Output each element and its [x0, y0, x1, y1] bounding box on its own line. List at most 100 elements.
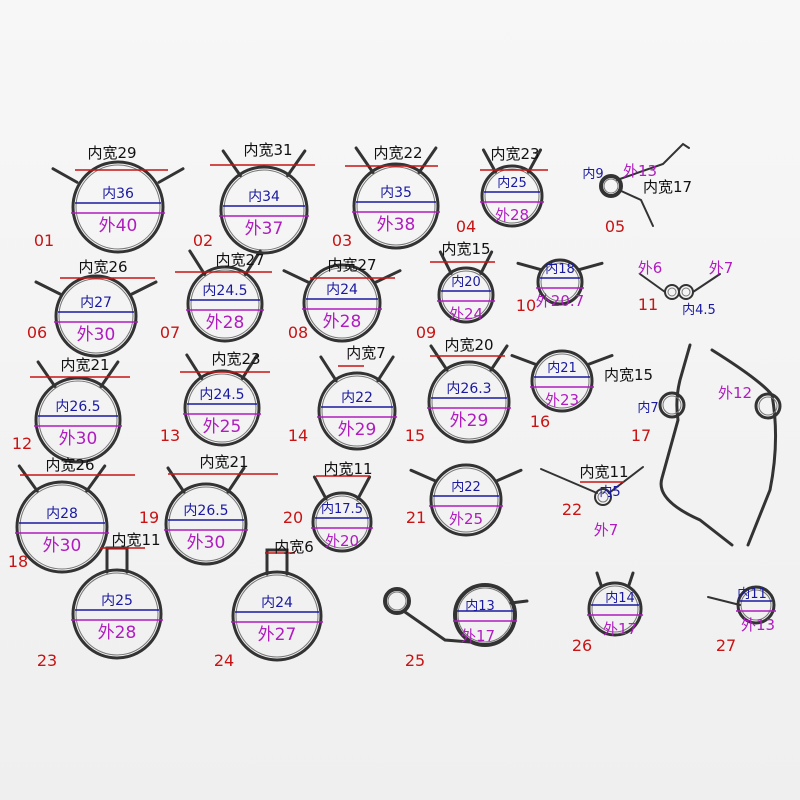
spring-coil [54, 274, 138, 358]
spring-leg [374, 269, 402, 284]
spring-coil [231, 570, 323, 662]
spring-coil [15, 480, 109, 574]
inner-width-label: 内宽27 [215, 251, 264, 269]
spring-number-label: 10 [516, 296, 536, 315]
spring-coil [536, 258, 584, 306]
inner-diameter-label: 内25 [101, 593, 133, 609]
inner-width-label: 内宽23 [211, 350, 260, 368]
outer-diameter-label: 外27 [258, 625, 297, 645]
spring-leg [99, 360, 120, 388]
spring-number-label: 27 [716, 636, 736, 655]
inner-width-label: 内宽17 [643, 178, 692, 196]
inner-width-label: 内宽15 [604, 366, 653, 384]
spring-number-label: 04 [456, 217, 476, 236]
outer-diameter-label: 外24 [449, 305, 483, 323]
outer-diameter-label: 外38 [377, 215, 416, 235]
spring-coil-inner-edge [681, 287, 691, 297]
outer-diameter-label: 外30 [59, 429, 98, 449]
spring-number-label: 09 [416, 323, 436, 342]
spring-leg [188, 249, 207, 276]
spring-leg [312, 475, 328, 501]
spring-number-label: 26 [572, 636, 592, 655]
outer-diameter-label: 外13 [741, 616, 775, 634]
spring-number-label: 16 [530, 412, 550, 431]
spring-coil [164, 482, 248, 566]
outer-diameter-label: 外28 [206, 313, 245, 333]
spring-leg [221, 149, 242, 178]
outer-diameter-label: 外28 [323, 312, 362, 332]
spring-coil-inner-edge [387, 591, 407, 611]
inner-width-label: 内宽21 [199, 453, 248, 471]
spring-coil [594, 488, 612, 506]
spring-number-label: 08 [288, 323, 308, 342]
inner-diameter-label: 内4.5 [682, 302, 716, 318]
spring-leg [482, 148, 497, 174]
inner-diameter-label: 内22 [341, 390, 373, 406]
inner-width-label: 内宽22 [373, 144, 422, 162]
spring-leg [409, 468, 437, 483]
spring-coil [317, 371, 397, 451]
inner-width-label: 内宽6 [274, 538, 314, 556]
inner-diameter-label: 内24.5 [202, 283, 247, 299]
spring-coil-inner-edge [758, 396, 778, 416]
spring-coil-inner-edge [441, 270, 491, 320]
spring-coil-inner-edge [315, 495, 369, 549]
spring-coil-inner-edge [223, 169, 305, 251]
spring-number-label: 20 [283, 508, 303, 527]
inner-diameter-label: 内35 [380, 185, 412, 201]
outer-diameter-label: 外17 [603, 620, 637, 638]
spring-coil [658, 391, 686, 419]
spring-coil-inner-edge [38, 380, 118, 460]
spring-coil-inner-edge [534, 353, 590, 409]
inner-diameter-label: 内22 [451, 479, 481, 495]
inner-width-label: 内宽11 [111, 531, 160, 549]
outer-diameter-label: 外37 [245, 219, 284, 239]
inner-width-label: 内宽26 [45, 456, 94, 474]
spring-leg [105, 546, 129, 574]
inner-diameter-label: 内25 [497, 175, 527, 191]
spring-coil [664, 284, 680, 300]
spring-coil [480, 164, 544, 228]
spring-leg [51, 167, 79, 184]
spring-coil-inner-edge [662, 395, 682, 415]
spring-number-label: 19 [139, 508, 159, 527]
spring-coil [587, 581, 643, 637]
spring-leg [157, 167, 185, 184]
spring-leg [489, 344, 509, 372]
inner-diameter-label: 内28 [46, 506, 78, 522]
inner-diameter-label: 内24 [261, 595, 293, 611]
inner-diameter-label: 内27 [80, 295, 112, 311]
spring-coil-inner-edge [603, 178, 619, 194]
spring-coil [599, 174, 623, 198]
inner-width-label: 内宽23 [490, 145, 539, 163]
spring-coil-inner-edge [58, 278, 134, 354]
spring-coil [183, 369, 261, 447]
inner-diameter-label: 内5 [599, 484, 620, 500]
outer-diameter-label: 外25 [203, 417, 242, 437]
spring-coil-inner-edge [75, 572, 159, 656]
spring-coil [311, 491, 373, 553]
spring-number-label: 01 [34, 231, 54, 250]
spring-leg [527, 148, 542, 174]
outer-diameter-label: 外20 [325, 532, 359, 550]
spring-coil-inner-edge [667, 287, 677, 297]
spring-number-label: 05 [605, 217, 625, 236]
inner-width-label: 内宽7 [346, 344, 386, 362]
spring-leg [639, 273, 666, 293]
spring-coil-inner-edge [168, 486, 244, 562]
spring-coil-inner-edge [306, 267, 378, 339]
spring-leg [243, 249, 262, 276]
spring-leg [166, 466, 186, 494]
